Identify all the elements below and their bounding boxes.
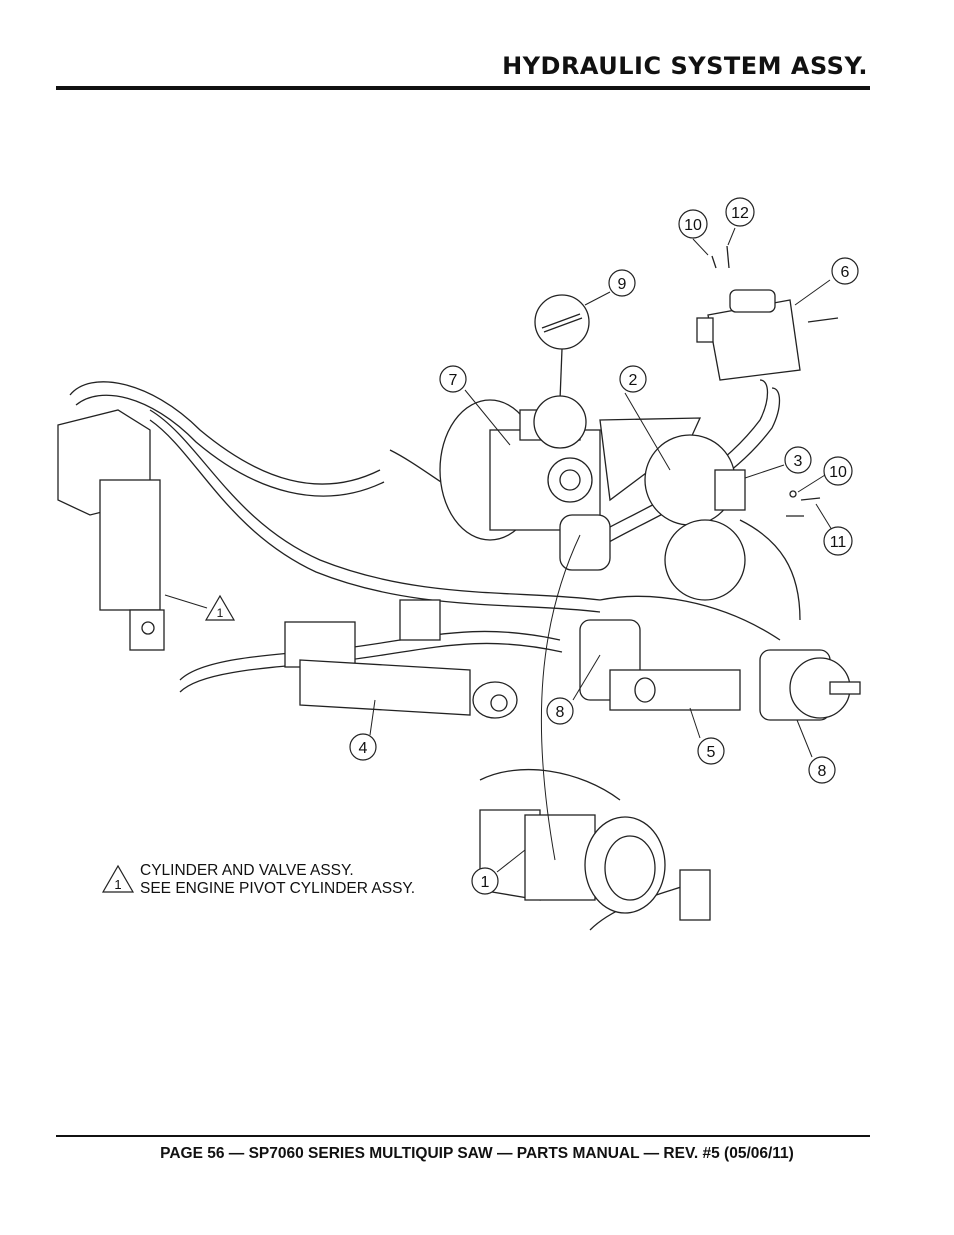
screw-12: [726, 245, 730, 269]
spring-location-bubble: [533, 395, 587, 449]
pivot-cylinder-rod: [129, 609, 165, 651]
spring-9: [541, 313, 583, 333]
washer-10-right: [789, 490, 797, 498]
note-triangle: [101, 864, 135, 893]
motor-housing-lower: [664, 519, 746, 601]
leader-8-left: [572, 654, 601, 701]
callout-7: 7: [449, 372, 458, 389]
callout-7-circle: [439, 365, 467, 393]
spring-detail-bubble: [534, 294, 590, 350]
note-triangle-number: 1: [114, 877, 121, 892]
page-footer: PAGE 56 — SP7060 SERIES MULTIQUIP SAW — …: [160, 1145, 794, 1162]
callout-6-circle: [831, 257, 859, 285]
callout-10-right: 10: [829, 464, 847, 481]
note-line-2: SEE ENGINE PIVOT CYLINDER ASSY.: [140, 880, 416, 897]
cylinder-4-mount: [284, 621, 356, 668]
leader-9: [584, 291, 611, 306]
motor-8-right-shaft: [829, 681, 861, 695]
callout-12: 12: [731, 205, 749, 222]
callout-11-circle: [823, 526, 853, 556]
callout-2-circle: [619, 365, 647, 393]
hose-bottom: [479, 769, 621, 801]
callout-5-circle: [697, 737, 725, 765]
leader-reservoir-1: [540, 534, 581, 861]
hose-upper-left: [69, 381, 381, 485]
callout-11: 11: [830, 534, 847, 551]
reservoir-cap: [729, 289, 776, 313]
leader-1-cyl: [164, 594, 208, 609]
callout-8-left-circle: [546, 697, 574, 725]
note-line-1: CYLINDER AND VALVE ASSY.: [140, 862, 354, 879]
pivot-cylinder-body: [99, 479, 161, 611]
callout-3: 3: [794, 453, 803, 470]
callout-4-circle: [349, 733, 377, 761]
cylinder-4-body: [299, 659, 471, 716]
page-title: HYDRAULIC SYSTEM ASSY.: [502, 52, 868, 80]
callout-1-circle: [471, 867, 499, 895]
callout-4: 4: [359, 740, 368, 757]
hose-mid-inner: [149, 419, 601, 613]
manifold-block: [399, 599, 441, 641]
hose-right: [739, 519, 801, 621]
cylinder-eye: [141, 621, 155, 635]
reservoir-1-inner: [604, 835, 656, 901]
leader-3: [744, 464, 785, 479]
leader-4: [369, 699, 376, 736]
callout-6: 6: [841, 264, 850, 281]
callout-3-circle: [784, 446, 812, 474]
callout-5: 5: [707, 744, 716, 761]
callout-10-top: 10: [684, 217, 702, 234]
hose-to-pump: [599, 595, 781, 641]
callout-1: 1: [481, 874, 490, 891]
hose-upper-left-inner: [75, 394, 385, 497]
callout-1-cyl: 1: [217, 606, 224, 620]
leader-5: [689, 707, 701, 739]
header-rule: [56, 86, 870, 90]
callout-10-right-circle: [823, 456, 853, 486]
tee-fitting-3: [714, 469, 746, 511]
spring-leader: [559, 348, 563, 401]
cylinder-5: [609, 669, 741, 711]
leader-12: [727, 227, 736, 246]
leader-7: [464, 389, 511, 446]
footer-rule: [56, 1135, 870, 1137]
hose-mid: [149, 409, 601, 601]
callout-8-right-circle: [808, 756, 836, 784]
reservoir-bracket: [696, 317, 714, 343]
leader-10-right: [797, 474, 826, 493]
callout-2: 2: [629, 372, 638, 389]
leader-10-top: [692, 238, 709, 256]
leader-1: [496, 849, 526, 873]
reservoir-1-bracket: [679, 869, 711, 921]
washer-10-top: [711, 255, 717, 269]
leader-6: [794, 279, 831, 306]
callout-8-right: 8: [818, 763, 827, 780]
callout-8-left: 8: [556, 704, 565, 721]
callout-12-circle: [725, 197, 755, 227]
filter-canister: [559, 514, 611, 571]
reservoir-1-block: [524, 814, 596, 901]
leader-11: [815, 503, 833, 531]
callout-9: 9: [618, 276, 627, 293]
pump-shaft-inner: [559, 469, 581, 491]
callout-10-top-circle: [678, 209, 708, 239]
screw-11: [800, 497, 821, 501]
leader-8-right: [796, 719, 813, 758]
leader-2: [624, 392, 671, 471]
cylinder-5-end: [634, 677, 656, 703]
reference-note: CYLINDER AND VALVE ASSY. SEE ENGINE PIVO…: [140, 862, 415, 898]
cylinder-4-eye: [490, 694, 508, 712]
callout-9-circle: [608, 269, 636, 297]
callout-1-cyl-triangle: [204, 594, 236, 621]
reservoir-bolt: [807, 317, 839, 323]
